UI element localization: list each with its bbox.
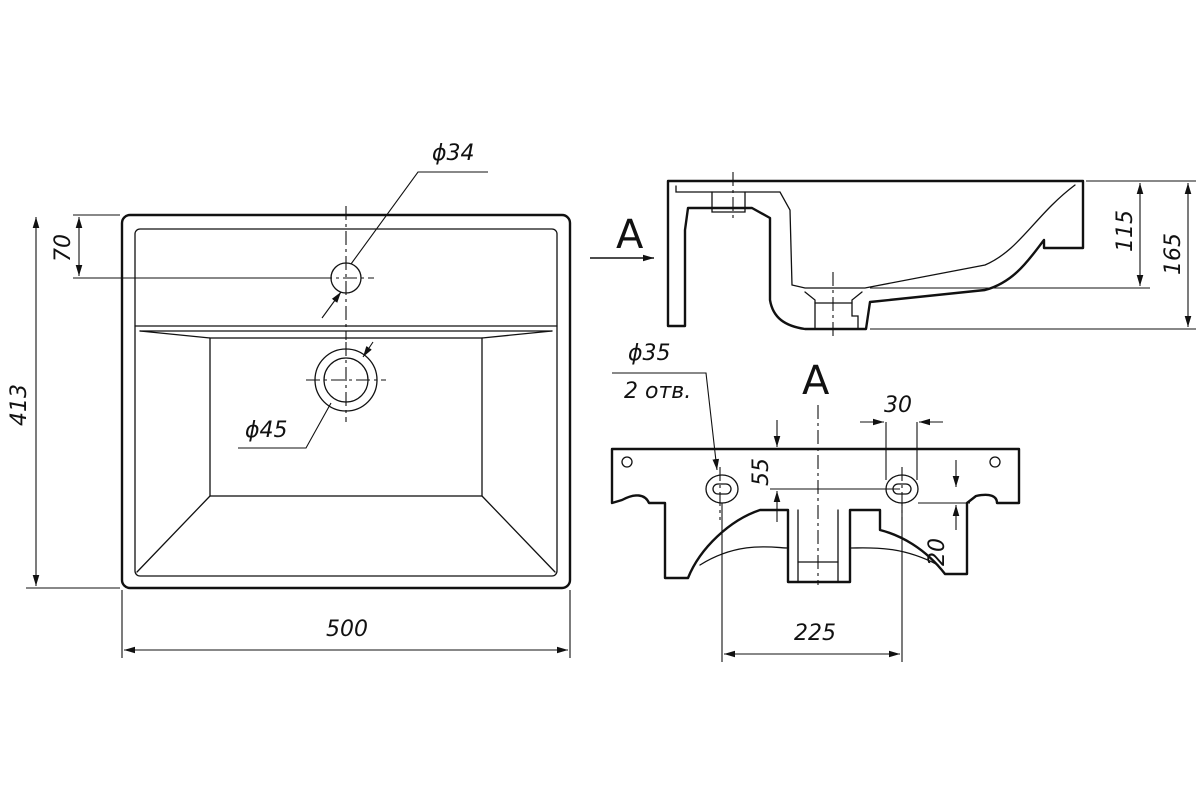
screw-hole-left xyxy=(621,456,633,468)
drain-diameter-label: ϕ45 xyxy=(245,418,288,443)
mount-hole-left xyxy=(705,474,739,504)
top-depth-label: 413 xyxy=(7,384,32,426)
rear-outline xyxy=(610,447,1021,584)
view-a-label: A xyxy=(802,358,830,404)
slot-width-label: 30 xyxy=(884,393,912,418)
tap-offset-label: 70 xyxy=(51,234,76,262)
hole-spacing-label: 225 xyxy=(794,621,836,646)
rear-view-a: A ϕ35 2 отв. 30 xyxy=(610,341,1021,662)
hole-drop-label: 20 xyxy=(925,538,950,566)
mount-hole-count-label: 2 отв. xyxy=(624,379,691,404)
side-section-view: 115 165 A xyxy=(590,172,1196,338)
mount-hole-diameter-label: ϕ35 xyxy=(628,341,671,366)
hole-offset-label: 55 xyxy=(749,458,774,486)
basin-inner-rim xyxy=(134,228,558,577)
top-view: ϕ34 ϕ45 70 413 500 xyxy=(7,141,572,658)
section-outline xyxy=(666,179,1085,331)
bowl-depth-label: 115 xyxy=(1113,210,1138,252)
section-arrow-label: A xyxy=(616,212,644,258)
screw-hole-right xyxy=(989,456,1001,468)
total-height-label: 165 xyxy=(1161,233,1186,275)
tap-hole-diameter-label: ϕ34 xyxy=(432,141,475,166)
top-width-label: 500 xyxy=(326,617,368,642)
